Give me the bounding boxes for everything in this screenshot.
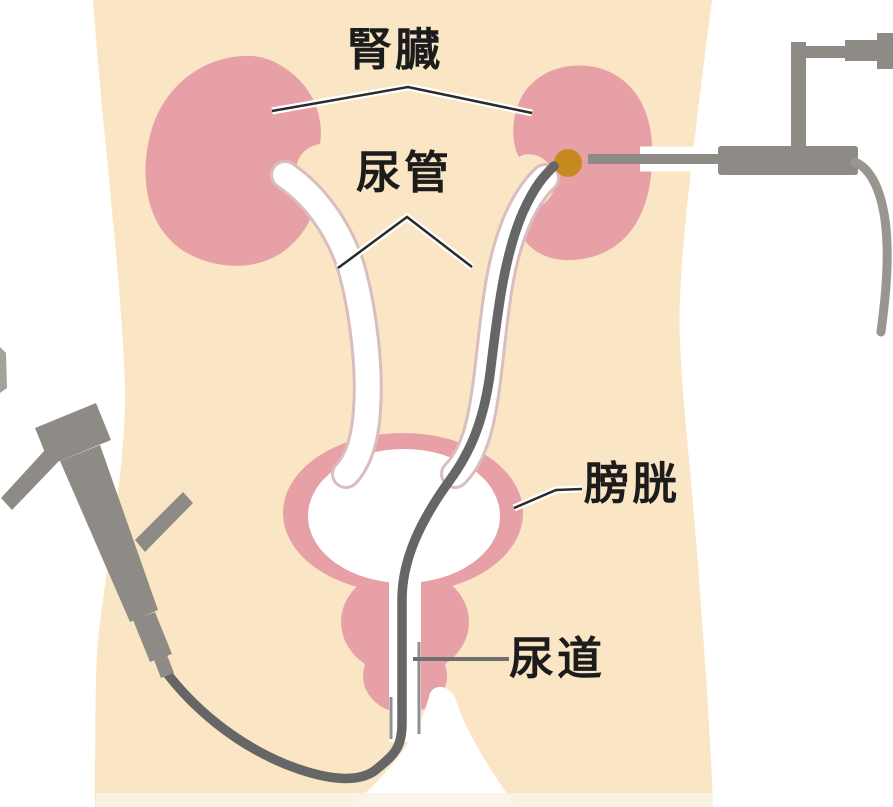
ureteroscope-neck (133, 612, 172, 662)
ureter-left-lumen (273, 163, 380, 486)
ureter-label: 尿管 (356, 147, 453, 198)
ureteroscope-port-right (135, 492, 193, 552)
ureteroscope-port-left (1, 450, 58, 510)
kidney-leader-line (271, 85, 533, 115)
nephroscope-top-bar (799, 46, 853, 58)
bladder-label: 膀胱 (584, 458, 681, 509)
ureteroscope-device (1, 403, 193, 678)
bottom-band (96, 793, 713, 807)
kidney-stone (554, 149, 582, 177)
nephroscope-arm (791, 42, 806, 152)
urethra-label: 尿道 (509, 633, 606, 684)
ureteroscope-tip (154, 655, 174, 678)
kidney-right-shape (513, 65, 653, 261)
nephroscope-cable (850, 157, 892, 337)
groin-gap (350, 686, 516, 807)
nephroscope-edge-block (877, 33, 893, 69)
kidney-label: 腎臓 (347, 24, 444, 75)
ureteroscope-barrel (60, 445, 158, 622)
ureter-leader-line (337, 215, 473, 270)
flexible-scope-shaft (161, 161, 559, 784)
ureteroscope-eyepiece (35, 403, 111, 465)
bladder-leader-line (513, 487, 583, 510)
instrument-fragment (0, 347, 7, 393)
nephroscope-body (718, 146, 858, 175)
nephroscope-connector (845, 40, 880, 61)
